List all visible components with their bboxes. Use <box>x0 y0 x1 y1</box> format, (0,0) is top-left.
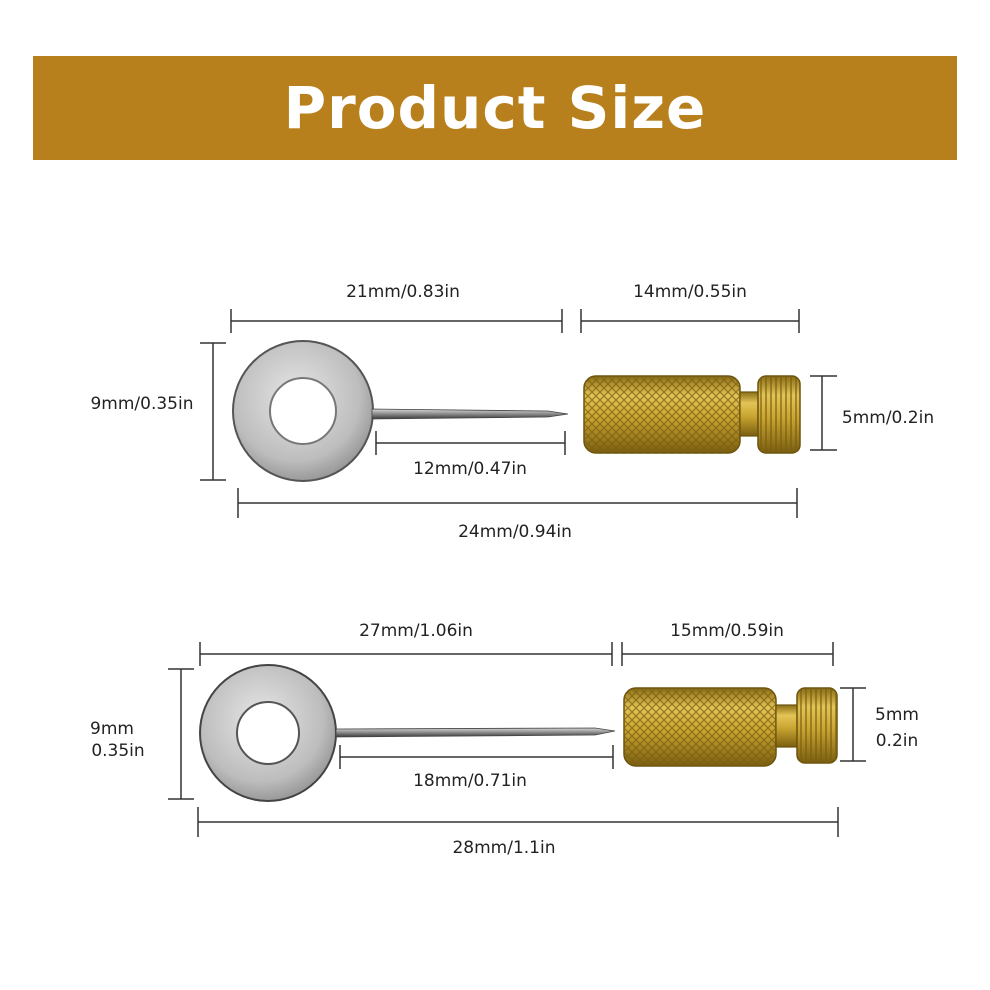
page-title: Product Size <box>283 74 707 142</box>
brass-cap-bottom <box>623 687 838 767</box>
dim-cap-height-top: 5mm/0.2in <box>810 375 934 451</box>
dim-pin-length-top: 12mm/0.47in <box>375 431 566 479</box>
label-cap-length-top: 14mm/0.55in <box>633 282 747 302</box>
washer-bottom <box>199 664 337 802</box>
dim-washer-height-bottom: 9mm 0.35in <box>90 668 194 800</box>
label-total-length-top: 24mm/0.94in <box>458 522 572 542</box>
dim-needle-length-top: 21mm/0.83in <box>230 282 563 333</box>
label-needle-length-bottom: 27mm/1.06in <box>359 621 473 641</box>
label-cap-height-top: 5mm/0.2in <box>842 408 934 428</box>
label-total-length-bottom: 28mm/1.1in <box>452 838 555 858</box>
label-washer-height-bottom-in: 0.35in <box>91 741 144 761</box>
dim-washer-height-top: 9mm/0.35in <box>90 342 226 481</box>
washer-top <box>232 340 374 482</box>
dim-needle-length-bottom: 27mm/1.06in <box>199 621 613 666</box>
label-washer-height-top: 9mm/0.35in <box>90 394 193 414</box>
product-bottom: 27mm/1.06in 15mm/0.59in 9mm 0.35in 5mm 0… <box>90 621 919 858</box>
dim-cap-length-top: 14mm/0.55in <box>580 282 800 333</box>
needle-bottom <box>335 727 616 738</box>
label-cap-height-bottom-in: 0.2in <box>876 731 919 751</box>
label-cap-length-bottom: 15mm/0.59in <box>670 621 784 641</box>
needle-top <box>371 408 569 420</box>
dim-cap-height-bottom: 5mm 0.2in <box>840 687 919 762</box>
label-washer-height-bottom-mm: 9mm <box>90 719 134 739</box>
dim-pin-length-bottom: 18mm/0.71in <box>339 745 614 791</box>
brass-cap-top <box>583 375 801 454</box>
label-pin-length-bottom: 18mm/0.71in <box>413 771 527 791</box>
dim-total-length-bottom: 28mm/1.1in <box>197 807 839 858</box>
title-banner: Product Size <box>33 56 957 160</box>
label-needle-length-top: 21mm/0.83in <box>346 282 460 302</box>
dim-cap-length-bottom: 15mm/0.59in <box>621 621 834 666</box>
label-cap-height-bottom-mm: 5mm <box>875 705 919 725</box>
dim-total-length-top: 24mm/0.94in <box>237 488 798 542</box>
product-top: 21mm/0.83in 14mm/0.55in 9mm/0.35in 5mm/0… <box>90 282 934 542</box>
label-pin-length-top: 12mm/0.47in <box>413 459 527 479</box>
